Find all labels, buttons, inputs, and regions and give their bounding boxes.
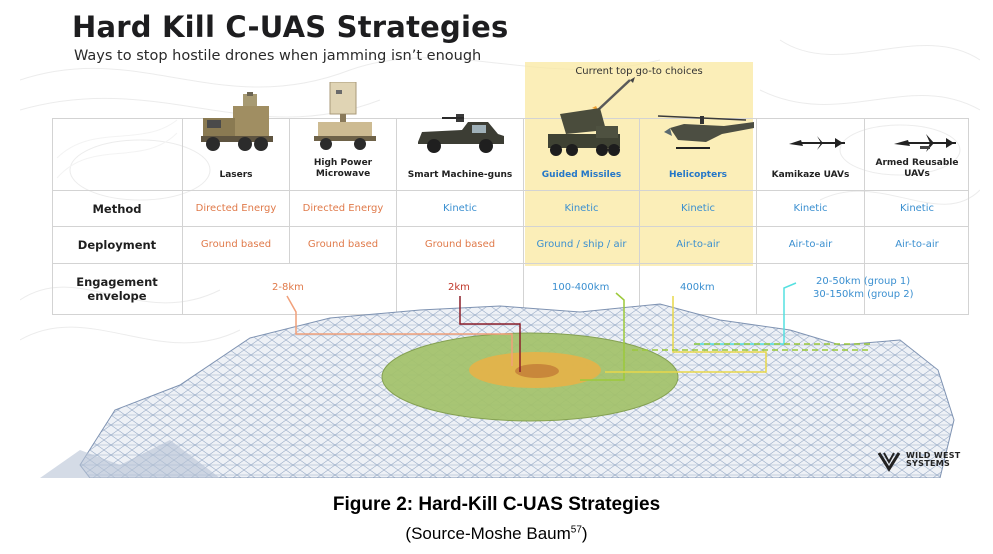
method-cell: Directed Energy — [302, 203, 384, 214]
source-text: (Source-Moshe Baum — [405, 524, 571, 543]
page-subtitle: Ways to stop hostile drones when jamming… — [74, 48, 482, 64]
logo-line1: WILD WEST — [906, 451, 961, 460]
comparison-table: Lasers High Power Microwave Smart Machin… — [52, 82, 969, 315]
col-armed-uavs: Armed Reusable UAVs — [875, 158, 959, 179]
method-cell: Kinetic — [899, 203, 935, 214]
method-cell: Directed Energy — [195, 203, 277, 214]
envelope-missiles: 100-400km — [552, 282, 610, 293]
logo-mark-icon — [877, 452, 901, 472]
infographic-panel: Current top go-to choices Hard Kill C-UA… — [20, 0, 980, 478]
envelope-helicopters: 400km — [680, 282, 715, 293]
deployment-cell: Air-to-air — [676, 239, 720, 250]
envelope-machine-guns: 2km — [448, 282, 470, 293]
row-label-method: Method — [92, 202, 142, 216]
envelope-uav-group2: 30-150km (group 2) — [813, 289, 914, 300]
col-guided-missiles: Guided Missiles — [541, 170, 622, 180]
col-microwave: High Power Microwave — [313, 158, 373, 179]
table-gridlines — [52, 118, 969, 315]
source-reference: 57 — [570, 524, 582, 536]
helicopter-icon — [657, 115, 754, 149]
col-kamikaze-uavs: Kamikaze UAVs — [771, 170, 850, 180]
source-close: ) — [581, 524, 588, 543]
col-helicopters: Helicopters — [669, 170, 727, 180]
method-cell: Kinetic — [564, 203, 599, 214]
directed-energy-connector — [286, 295, 513, 366]
method-cell: Kinetic — [442, 203, 478, 214]
deployment-cell: Air-to-air — [895, 239, 939, 250]
col-machine-guns: Smart Machine-guns — [407, 170, 513, 180]
figure-source: (Source-Moshe Baum57) — [0, 524, 993, 544]
col-lasers: Lasers — [219, 170, 253, 180]
row-label-deployment: Deployment — [77, 238, 157, 252]
uav-connector — [694, 282, 797, 345]
envelope-connectors — [286, 282, 872, 381]
method-cell: Kinetic — [680, 203, 716, 214]
logo-line2: SYSTEMS — [906, 459, 951, 468]
microwave-truck-icon — [314, 82, 376, 150]
method-cell: Kinetic — [793, 203, 828, 214]
missile-launcher-icon — [548, 108, 620, 156]
helicopter-connector — [605, 296, 767, 373]
envelope-directed-energy: 2-8km — [272, 282, 304, 293]
deployment-cell: Air-to-air — [788, 239, 833, 250]
kamikaze-drone-icon — [789, 136, 845, 150]
core-engagement-zone — [515, 364, 559, 378]
figure-caption: Figure 2: Hard-Kill C-UAS Strategies — [332, 494, 661, 515]
pickup-gun-icon — [418, 114, 504, 153]
machine-gun-connector — [459, 296, 521, 372]
top-choices-label: Current top go-to choices — [575, 66, 703, 77]
deployment-cell: Ground based — [307, 239, 379, 250]
deployment-cell: Ground based — [424, 239, 496, 250]
page-title: Hard Kill C-UAS Strategies — [72, 10, 509, 44]
wild-west-systems-logo: WILD WEST SYSTEMS — [876, 448, 976, 474]
laser-truck-icon — [201, 92, 273, 151]
envelope-uav-group1: 20-50km (group 1) — [816, 276, 911, 287]
armed-drone-icon — [894, 134, 956, 152]
deployment-cell: Ground / ship / air — [536, 239, 627, 250]
deployment-cell: Ground based — [200, 239, 272, 250]
missile-connector — [580, 292, 625, 381]
terrain-map — [40, 303, 955, 478]
row-label-envelope: Engagement envelope — [76, 275, 158, 303]
